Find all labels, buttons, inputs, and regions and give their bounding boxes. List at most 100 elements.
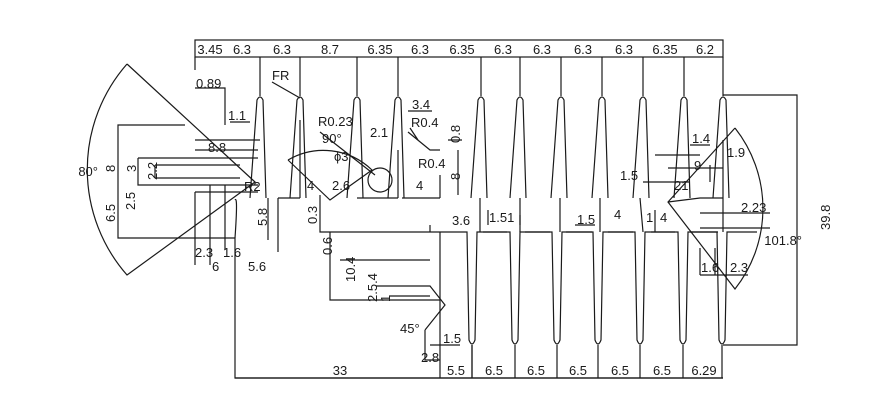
dim-label: 2.8 xyxy=(421,350,439,365)
right-angle-sector xyxy=(667,127,764,290)
dim-label: 6 xyxy=(212,259,219,274)
right-slot xyxy=(643,140,770,276)
bottom-fin xyxy=(440,231,507,345)
bottom-dimension-label: 33 xyxy=(333,363,347,378)
dim-label: 2.1 xyxy=(370,125,388,140)
top-fin xyxy=(346,96,364,199)
dim-label: 4 xyxy=(307,178,314,193)
dim-label: R0.4 xyxy=(411,115,438,130)
top-dimension-bar xyxy=(194,39,724,58)
dim-label: ϕ3 xyxy=(334,149,349,164)
dim-label: 1.4 xyxy=(692,131,710,146)
dim-label: 2.5 xyxy=(123,192,138,210)
dim-label: 6.5 xyxy=(103,204,118,222)
bottom-fin xyxy=(651,231,718,345)
dim-label: 8.8 xyxy=(208,140,226,155)
dim-label: 2.3 xyxy=(730,260,748,275)
bottom-dimension-label: 6.5 xyxy=(653,363,671,378)
dim-label: 2.2 xyxy=(145,162,160,180)
top-dimension-label: 3.45 xyxy=(197,42,222,57)
top-fin xyxy=(249,96,267,199)
dim-label: R2 xyxy=(244,179,261,194)
top-dimension-label: 6.3 xyxy=(615,42,633,57)
left-slot xyxy=(137,149,258,265)
dim-label: 4 xyxy=(614,207,621,222)
dim-label: 4 xyxy=(660,210,667,225)
dim-label: 2.5.4 xyxy=(365,273,380,302)
dim-label: 8 xyxy=(448,173,463,180)
left-angle-sector xyxy=(86,63,256,276)
dim-label: 8 xyxy=(103,165,118,172)
bottom-dimension-bar xyxy=(235,345,723,379)
top-dimension-label: 6.35 xyxy=(367,42,392,57)
dim-label: 1.1 xyxy=(228,108,246,123)
top-fin xyxy=(591,96,609,199)
bottom-dimension-label: 6.5 xyxy=(527,363,545,378)
top-fin xyxy=(470,96,488,199)
bottom-fin xyxy=(525,231,592,345)
dim-label: 1.6 xyxy=(701,260,719,275)
dim-label: 0.89 xyxy=(196,76,221,91)
top-dimension-label: 8.7 xyxy=(321,42,339,57)
dim-label: 1 xyxy=(646,210,653,225)
leader-lines xyxy=(195,81,711,232)
top-fin xyxy=(632,96,650,199)
top-dimension-label: 6.3 xyxy=(233,42,251,57)
top-dimension-label: 6.35 xyxy=(449,42,474,57)
dim-label: 21 xyxy=(674,178,688,193)
dim-label: 1.51 xyxy=(489,210,514,225)
dim-label: 2.3 xyxy=(195,245,213,260)
dim-label: 4 xyxy=(416,178,423,193)
bottom-dimension-label: 6.5 xyxy=(569,363,587,378)
center-angle-arc xyxy=(287,149,373,201)
dim-label: 5.8 xyxy=(255,208,270,226)
bottom-angle-label: 45° xyxy=(400,321,420,336)
bottom-fins xyxy=(440,231,757,378)
dim-label: 1.6 xyxy=(223,245,241,260)
top-fin xyxy=(712,96,730,199)
dim-label: 1.5 xyxy=(620,168,638,183)
dim-label: 1 xyxy=(378,295,393,302)
dim-label: R0.23 xyxy=(318,114,353,129)
dim-label: 1.9 xyxy=(727,145,745,160)
top-dimension-label: 6.3 xyxy=(574,42,592,57)
bottom-dimension-label: 6.5 xyxy=(485,363,503,378)
dim-label: 1.5 xyxy=(443,331,461,346)
dim-label: 2.23 xyxy=(741,200,766,215)
bottom-fin xyxy=(566,231,633,345)
bottom-fin xyxy=(690,231,757,345)
top-dimension-label: 6.2 xyxy=(696,42,714,57)
phi3-hole xyxy=(367,167,393,193)
dim-label: FR xyxy=(272,68,289,83)
bottom-dimension-label: 6.29 xyxy=(691,363,716,378)
right-angle-label: 101.8° xyxy=(764,233,802,248)
dim-label: 2.6 xyxy=(332,178,350,193)
dim-label: 90° xyxy=(322,131,342,146)
bottom-angle-feature xyxy=(329,232,460,361)
overall-height-label: 39.8 xyxy=(818,205,833,230)
dim-label: 0.6 xyxy=(320,237,335,255)
dim-label: 3.4 xyxy=(412,97,430,112)
top-fin xyxy=(509,96,527,199)
right-block xyxy=(723,94,798,346)
bottom-fin xyxy=(608,231,675,345)
top-dimension-label: 6.3 xyxy=(411,42,429,57)
dim-label: 3.6 xyxy=(452,213,470,228)
dim-label: 5.6 xyxy=(248,259,266,274)
bottom-dimension-label: 5.5 xyxy=(447,363,465,378)
top-fin xyxy=(673,96,691,199)
left-angle-label: 80° xyxy=(78,164,98,179)
bottom-fin xyxy=(483,231,550,345)
dim-label: 0.3 xyxy=(305,206,320,224)
top-fins xyxy=(249,57,730,199)
dim-label: R0.4 xyxy=(418,156,445,171)
top-fin xyxy=(387,96,405,199)
top-dimension-label: 6.3 xyxy=(494,42,512,57)
top-dimension-label: 6.3 xyxy=(273,42,291,57)
top-fin xyxy=(550,96,568,199)
top-fin xyxy=(289,96,307,199)
